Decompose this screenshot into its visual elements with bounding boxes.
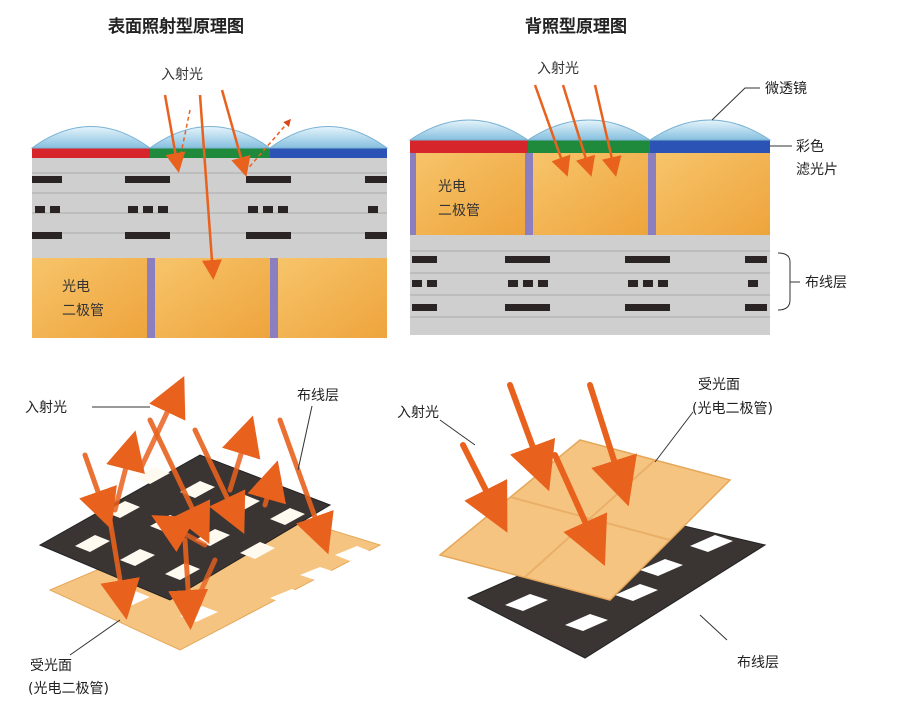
back-title: 背照型原理图	[525, 16, 627, 37]
front-iso-leaders	[69, 405, 313, 656]
back-iso-grid-windows	[505, 535, 733, 631]
front-microlens-3	[268, 126, 389, 149]
back-iso-leaders	[439, 411, 728, 641]
front-photodiode-label-2: 二极管	[62, 303, 104, 319]
front-photodiode-1	[32, 258, 147, 338]
front-iso-arrows	[79, 375, 334, 630]
front-separator-1	[147, 258, 155, 338]
back-color-filter-label-1: 彩色	[796, 138, 824, 155]
back-separator-1	[525, 153, 533, 235]
front-filter-red	[32, 148, 150, 158]
front-iso-receiving-label-1: 受光面	[30, 658, 72, 674]
back-wiring-stripes	[410, 250, 770, 318]
back-microlens-3	[648, 119, 772, 141]
front-microlens-1	[30, 126, 152, 149]
back-iso-receiving-label-1: 受光面	[698, 377, 740, 393]
back-microlens-2	[526, 119, 652, 141]
front-title: 表面照射型原理图	[108, 16, 244, 37]
back-separator-0	[410, 153, 416, 235]
back-color-filter-label-2: 滤光片	[796, 162, 838, 178]
front-photodiode-label-1: 光电	[62, 279, 90, 295]
back-wiring-layer-label: 布线层	[805, 275, 847, 291]
back-microlens-1	[408, 119, 530, 141]
front-separator-2	[270, 258, 278, 338]
back-photodiode-label-2: 二极管	[438, 203, 480, 219]
front-incident-light-label: 入射光	[161, 67, 203, 83]
back-photodiode-label-1: 光电	[438, 179, 466, 195]
back-filter-blue	[650, 140, 770, 153]
back-microlens-label: 微透镜	[765, 81, 807, 97]
back-filter-green	[528, 140, 650, 153]
front-light-arrows	[163, 89, 291, 280]
back-iso-incident-light-label: 入射光	[397, 405, 439, 421]
front-isometric: 入射光 布线层 受光面 (光电二极管)	[25, 375, 382, 697]
front-iso-wiring-layer-label: 布线层	[297, 388, 339, 404]
front-cross-section: 入射光 光电 二极管	[30, 67, 389, 338]
front-filter-blue	[270, 148, 387, 158]
back-incident-light-label: 入射光	[537, 61, 579, 77]
back-cross-section: 入射光 光电 二极管 微透镜 彩色 滤光片 布线层	[408, 61, 847, 335]
back-photodiode-1	[410, 153, 525, 235]
front-filter-green	[150, 148, 270, 158]
back-photodiode-3	[656, 153, 770, 235]
front-photodiode-3	[278, 258, 387, 338]
back-wires	[412, 256, 767, 311]
back-isometric: 入射光 受光面 (光电二极管) 布线层	[397, 377, 779, 671]
back-filter-red	[410, 140, 528, 153]
back-photodiode-2	[533, 153, 648, 235]
front-iso-incident-light-label: 入射光	[25, 400, 67, 416]
back-separator-2	[648, 153, 656, 235]
back-iso-wiring-layer-label: 布线层	[737, 655, 779, 671]
front-microlens-2	[148, 126, 272, 149]
back-light-arrows	[533, 84, 622, 177]
front-iso-receiving-label-2: (光电二极管)	[28, 681, 109, 697]
front-wires	[32, 176, 387, 239]
back-iso-receiving-label-2: (光电二极管)	[692, 401, 773, 417]
back-iso-arrows	[460, 382, 637, 566]
back-leader-lines	[711, 87, 800, 311]
